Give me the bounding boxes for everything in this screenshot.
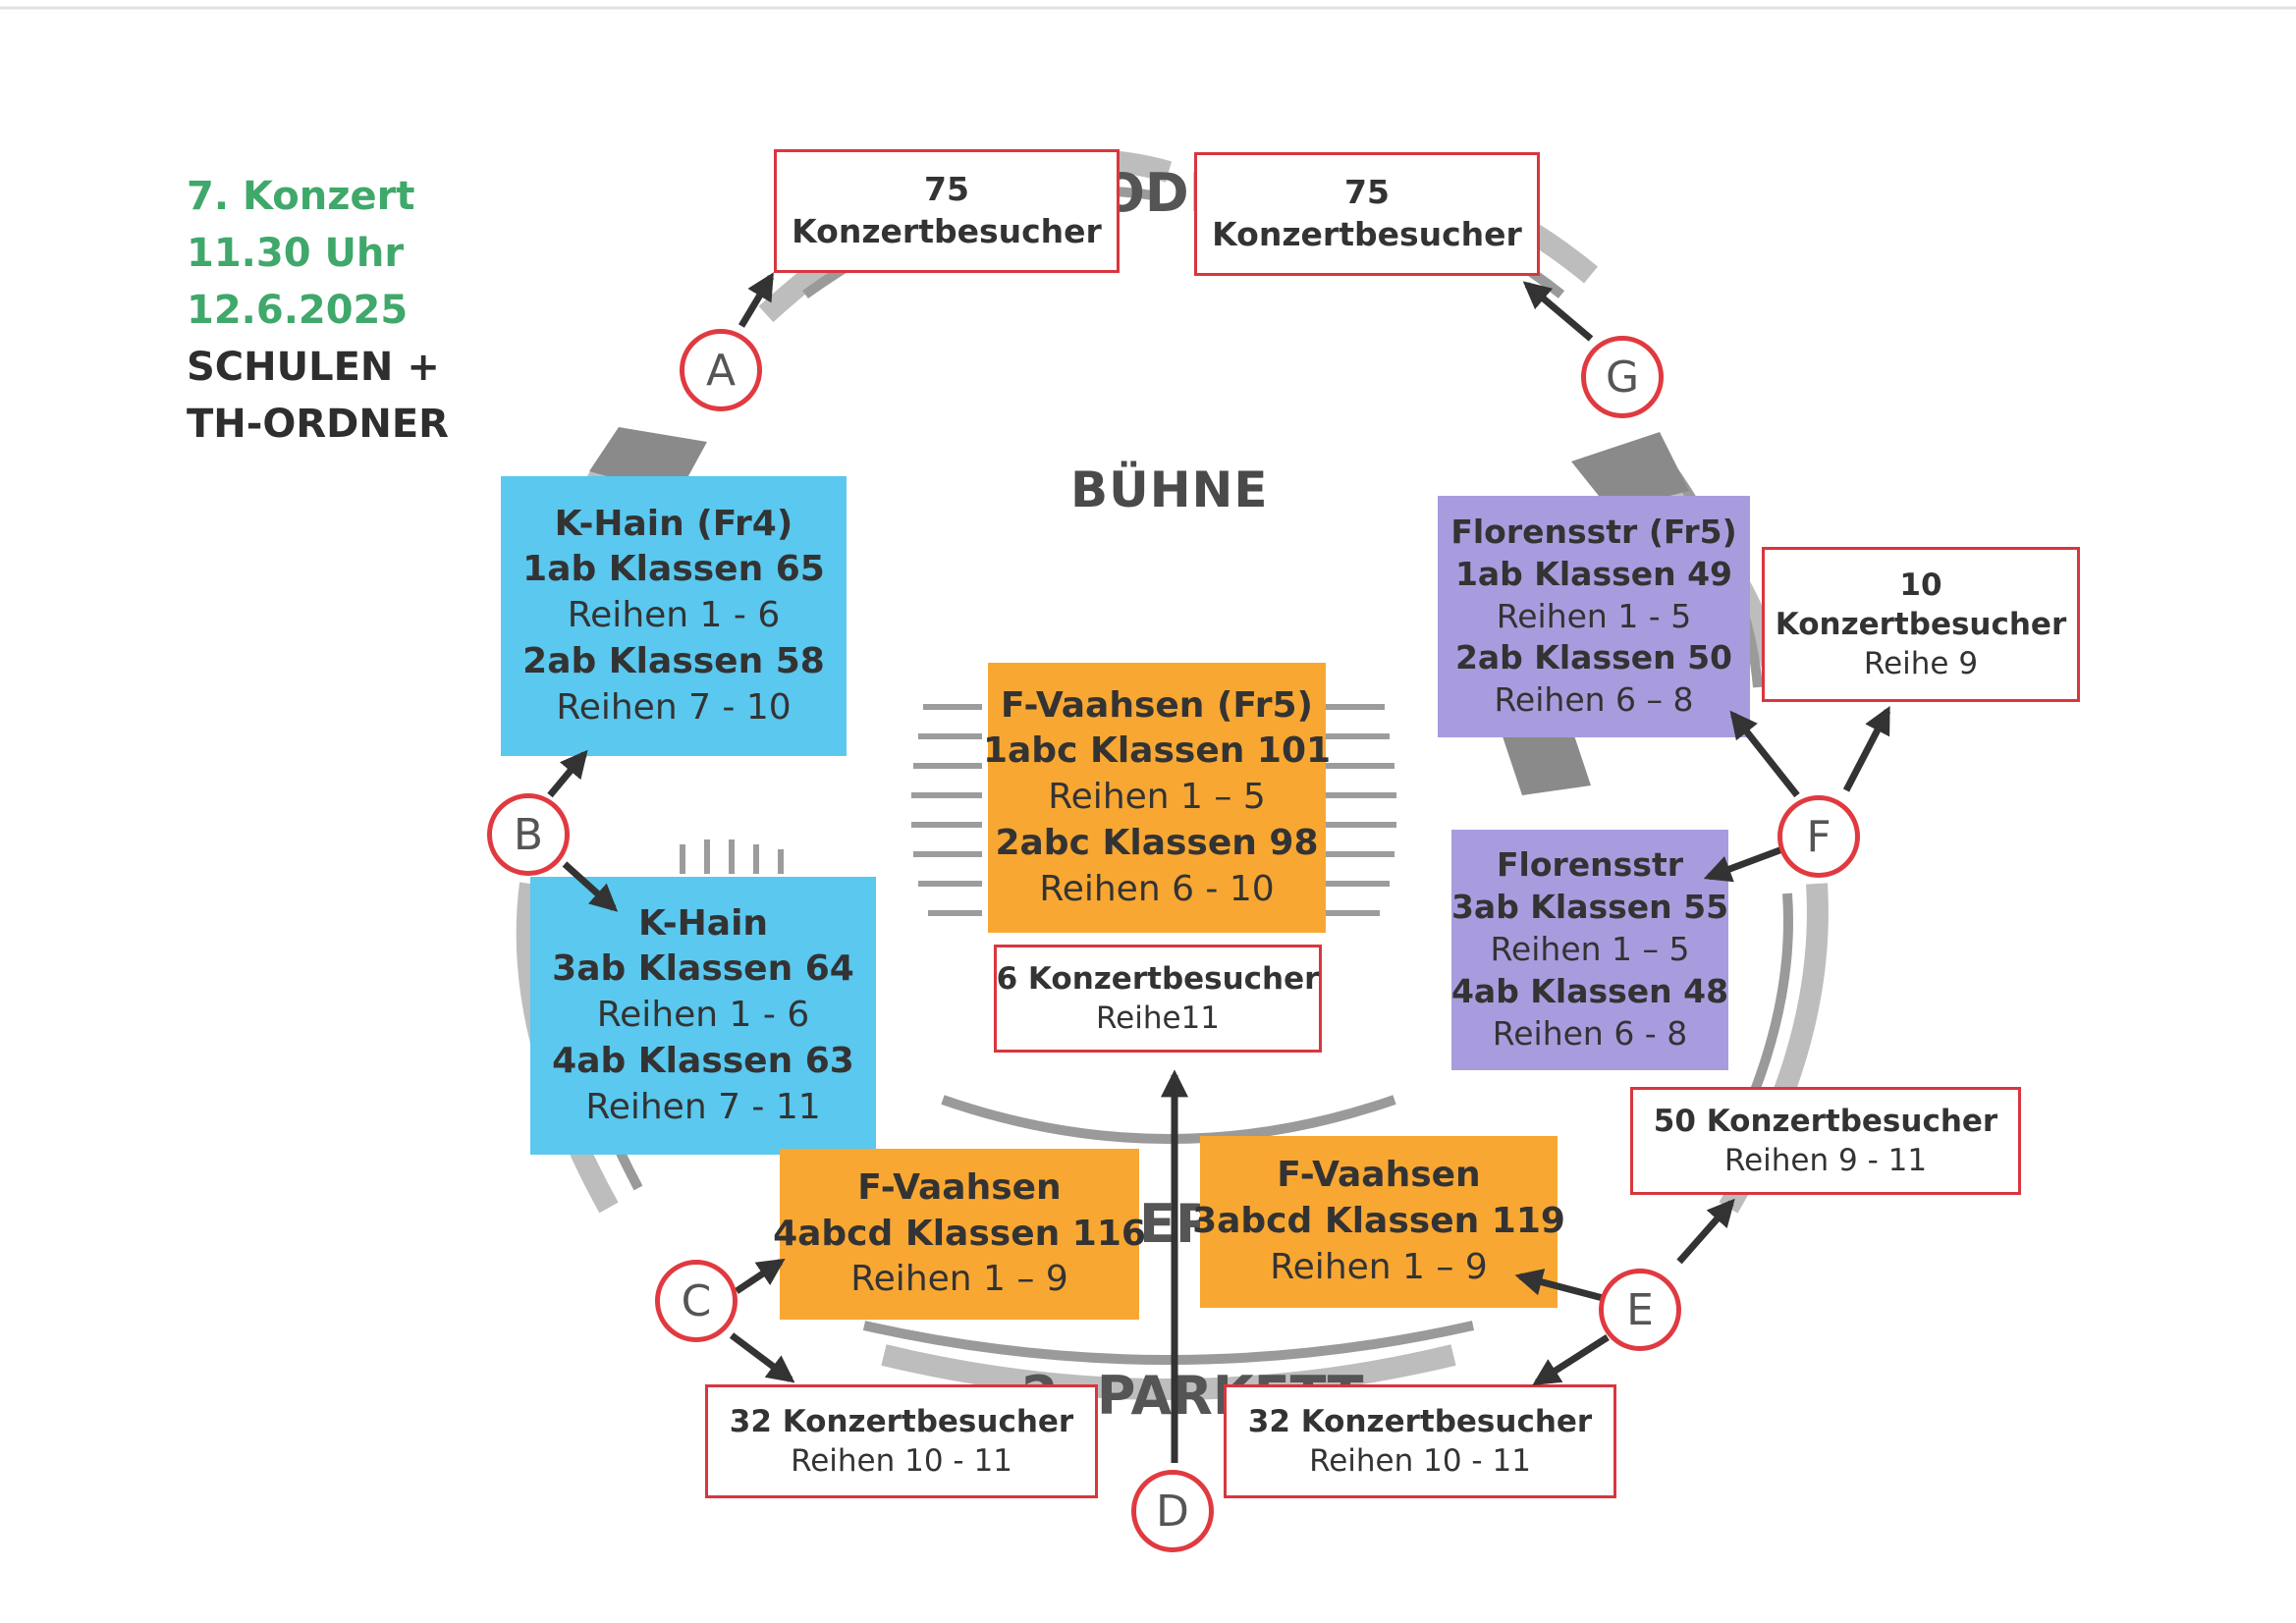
box-line: Reihen 6 – 8 <box>1494 680 1694 720</box>
concert-time: 11.30 Uhr <box>187 231 405 276</box>
arrow-f-left <box>1703 845 1784 883</box>
box-count: 75 <box>1344 173 1390 212</box>
box-fvaahsen-3: F-Vaahsen 3abcd Klassen 119 Reihen 1 – 9 <box>1192 1136 1565 1308</box>
entrance-a-marker: A <box>680 329 762 411</box>
entrance-g-marker: G <box>1581 336 1664 418</box>
box-c-white: 32 Konzertbesucher Reihen 10 - 11 <box>705 1384 1098 1498</box>
box-title: F-Vaahsen <box>1277 1155 1481 1196</box>
arrow-c-down <box>729 1332 795 1383</box>
box-florensstr-fr5: Florensstr (Fr5) 1ab Klassen 49 Reihen 1… <box>1438 496 1750 737</box>
box-line: Reihen 10 - 11 <box>791 1443 1012 1479</box>
entrance-letter: E <box>1626 1284 1654 1335</box>
box-line: 3ab Klassen 55 <box>1450 888 1729 927</box>
box-line: Reihen 6 - 8 <box>1492 1013 1688 1053</box>
box-khain-fr4: K-Hain (Fr4) 1ab Klassen 65 Reihen 1 - 6… <box>501 476 847 756</box>
arrow-b-up <box>547 749 588 798</box>
box-line: 32 Konzertbesucher <box>1247 1403 1593 1439</box>
arrow-g <box>1522 281 1594 342</box>
entrance-d-marker: D <box>1131 1470 1214 1552</box>
box-line: 3ab Klassen 64 <box>552 948 854 990</box>
entrance-letter: D <box>1156 1486 1189 1537</box>
box-line: 10 <box>1899 567 1942 603</box>
arrow-f-up-left <box>1729 710 1800 798</box>
entrance-letter: F <box>1806 811 1831 862</box>
box-line: 2ab Klassen 50 <box>1454 638 1733 677</box>
box-f-white: 10 Konzertbesucher Reihe 9 <box>1762 547 2080 702</box>
box-line: Reihe 9 <box>1863 646 1979 682</box>
box-line: Reihen 1 - 6 <box>596 995 810 1036</box>
box-line: Reihen 1 - 5 <box>1496 596 1692 635</box>
box-line: 50 Konzertbesucher <box>1653 1103 1998 1139</box>
arrow-f-up-right <box>1842 706 1891 792</box>
arrow-e-down <box>1532 1334 1610 1386</box>
box-label: Konzertbesucher <box>792 212 1102 250</box>
entrance-e-marker: E <box>1599 1269 1681 1351</box>
box-line: Reihen 9 - 11 <box>1723 1143 1928 1178</box>
box-title: Florensstr (Fr5) <box>1450 512 1737 551</box>
box-line: Reihen 1 – 9 <box>1270 1246 1488 1287</box>
box-title: K-Hain <box>637 902 769 944</box>
entrance-b-marker: B <box>487 793 570 876</box>
box-line: 6 Konzertbesucher <box>996 960 1320 997</box>
entrance-letter: B <box>513 809 544 860</box>
entrance-letter: G <box>1605 352 1640 403</box>
box-fvaahsen-4: F-Vaahsen 4abcd Klassen 116 Reihen 1 – 9 <box>773 1149 1146 1320</box>
entrance-letter: A <box>705 345 737 396</box>
box-line: 2abc Klassen 98 <box>995 822 1319 863</box>
box-line: 4ab Klassen 48 <box>1450 971 1729 1010</box>
box-line: Reihen 1 - 6 <box>567 595 781 636</box>
arrow-c-up <box>735 1258 786 1294</box>
box-line: Reihe11 <box>1096 1001 1220 1036</box>
box-center-white: 6 Konzertbesucher Reihe11 <box>994 945 1322 1053</box>
box-fvaahsen-fr5: F-Vaahsen (Fr5) 1abc Klassen 101 Reihen … <box>983 663 1331 933</box>
arrow-a <box>738 272 775 328</box>
box-title: F-Vaahsen <box>857 1166 1062 1208</box>
box-count: 75 <box>924 170 969 209</box>
box-label: Konzertbesucher <box>1212 215 1522 253</box>
box-line: 2ab Klassen 58 <box>522 640 825 681</box>
box-title: Florensstr <box>1496 845 1683 885</box>
arrow-e-up <box>1676 1198 1735 1265</box>
box-line: Reihen 7 - 10 <box>556 686 792 728</box>
box-line: 1abc Klassen 101 <box>982 730 1332 772</box>
box-a-top-left: 75 Konzertbesucher <box>774 149 1120 273</box>
entrance-c-marker: C <box>655 1260 738 1342</box>
box-line: Reihen 1 – 9 <box>850 1259 1068 1300</box>
box-title: F-Vaahsen (Fr5) <box>1001 684 1313 726</box>
box-line: Konzertbesucher <box>1775 606 2067 642</box>
entrance-f-marker: F <box>1777 795 1860 878</box>
stage-label: BÜHNE <box>1070 461 1269 518</box>
box-line: 4ab Klassen 63 <box>552 1040 854 1081</box>
box-line: 4abcd Klassen 116 <box>773 1213 1146 1254</box>
box-khain: K-Hain 3ab Klassen 64 Reihen 1 - 6 4ab K… <box>530 877 876 1155</box>
box-line: Reihen 7 - 11 <box>585 1086 821 1127</box>
box-g-top-right: 75 Konzertbesucher <box>1194 152 1540 276</box>
box-e-white-top: 50 Konzertbesucher Reihen 9 - 11 <box>1630 1087 2021 1195</box>
box-line: Reihen 6 - 10 <box>1039 868 1275 909</box>
box-line: 1ab Klassen 65 <box>522 549 825 590</box>
box-line: 32 Konzertbesucher <box>729 1403 1074 1439</box>
box-line: Reihen 1 – 5 <box>1490 930 1690 969</box>
arrow-e-left <box>1514 1269 1604 1302</box>
box-line: 3abcd Klassen 119 <box>1192 1201 1565 1242</box>
box-line: 1ab Klassen 49 <box>1454 554 1733 593</box>
concert-date: 12.6.2025 <box>187 288 409 333</box>
box-florensstr: Florensstr 3ab Klassen 55 Reihen 1 – 5 4… <box>1451 830 1728 1070</box>
box-line: Reihen 10 - 11 <box>1309 1443 1531 1479</box>
concert-number: 7. Konzert <box>187 174 415 219</box>
entrance-letter: C <box>681 1275 712 1326</box>
box-title: K-Hain (Fr4) <box>554 503 793 544</box>
header-ordner: TH-ORDNER <box>187 402 449 447</box>
arrow-b-down <box>562 861 619 912</box>
header-schools: SCHULEN + <box>187 345 440 390</box>
box-e-white-bottom: 32 Konzertbesucher Reihen 10 - 11 <box>1224 1384 1616 1498</box>
box-line: Reihen 1 – 5 <box>1048 777 1266 818</box>
